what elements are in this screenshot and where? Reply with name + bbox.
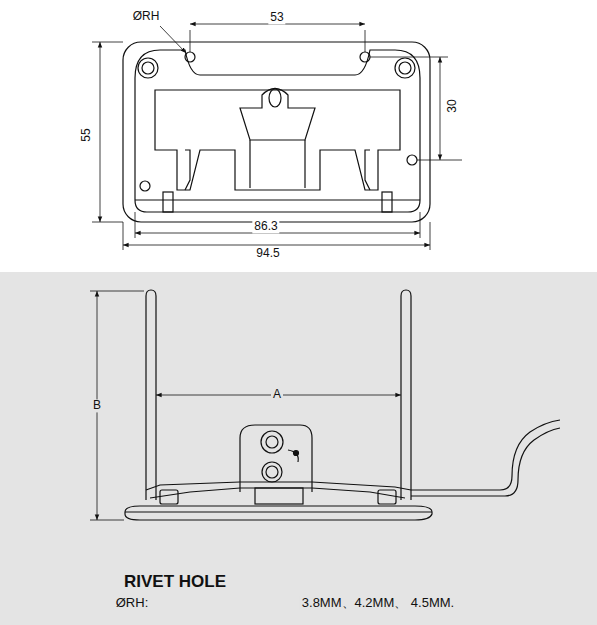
plan-view [138, 58, 158, 78]
plan-view [140, 181, 150, 191]
dimension-lines [90, 291, 401, 520]
side-view [411, 428, 560, 496]
dimension: 94.5 [254, 247, 281, 260]
top-ground [0, 0, 597, 272]
dimension: 53 [268, 11, 285, 24]
side-view [288, 450, 298, 462]
side-view [294, 451, 299, 456]
dimension-lines [92, 222, 123, 223]
dimension-lines [160, 26, 186, 53]
dimension: 86.3 [252, 220, 279, 233]
plan-view [382, 192, 392, 212]
dimension-lines [440, 57, 441, 160]
dimension-lines [123, 222, 124, 250]
dimension: 30 [446, 97, 459, 114]
plan-view [240, 89, 315, 141]
side-view [240, 425, 312, 492]
dimension-lines [92, 24, 462, 250]
plan-view [399, 62, 411, 74]
plan-view [360, 52, 370, 62]
plan-view [185, 150, 190, 190]
side-view [262, 462, 282, 482]
note-value: 3.8MM、4.2MM、 4.5MM. [300, 596, 456, 610]
side-view [125, 511, 432, 512]
dimension-lines [100, 42, 101, 222]
plan-view [249, 140, 250, 188]
bottom-ground [0, 272, 597, 625]
side-view [150, 488, 405, 498]
plan-view [185, 52, 195, 62]
side-view [378, 490, 396, 504]
side-view [266, 436, 278, 448]
dimension: 55 [80, 126, 93, 143]
dimension-letter: A [271, 388, 283, 401]
plan-view [135, 199, 420, 200]
plan-view [123, 42, 430, 222]
dimension-lines [190, 30, 191, 52]
dimension-lines [417, 160, 462, 161]
dimension-lines [90, 520, 124, 521]
plan-view [395, 58, 415, 78]
dimension-lines [123, 245, 430, 246]
side-view [401, 290, 411, 500]
plan-view [304, 140, 305, 188]
plan-view [123, 42, 430, 222]
plan-view [407, 155, 417, 165]
dimension-lines [365, 30, 366, 52]
dimension-lines [430, 222, 431, 250]
side-view [266, 466, 278, 478]
dimension-letter: B [91, 399, 103, 412]
dimension-lines [135, 212, 136, 238]
dimension-lines [420, 212, 421, 238]
side-view [255, 488, 303, 504]
side-view [125, 506, 432, 520]
note-label: ØRH: [114, 596, 151, 610]
side-view [146, 290, 156, 500]
side-view [160, 490, 178, 504]
plan-view [142, 62, 154, 74]
rivet-hole-callout: ØRH [131, 10, 162, 23]
side-view [261, 431, 283, 453]
dimension-lines [90, 291, 144, 292]
dimension-lines [370, 57, 448, 58]
plan-view [269, 89, 281, 107]
side-view [146, 482, 411, 490]
note-heading: RIVET HOLE [122, 573, 228, 592]
side-view [411, 420, 560, 490]
plan-view [163, 192, 173, 212]
plan-view [365, 150, 370, 190]
side-view [125, 290, 560, 520]
plan-view [135, 50, 420, 212]
dimension-lines [92, 42, 123, 43]
